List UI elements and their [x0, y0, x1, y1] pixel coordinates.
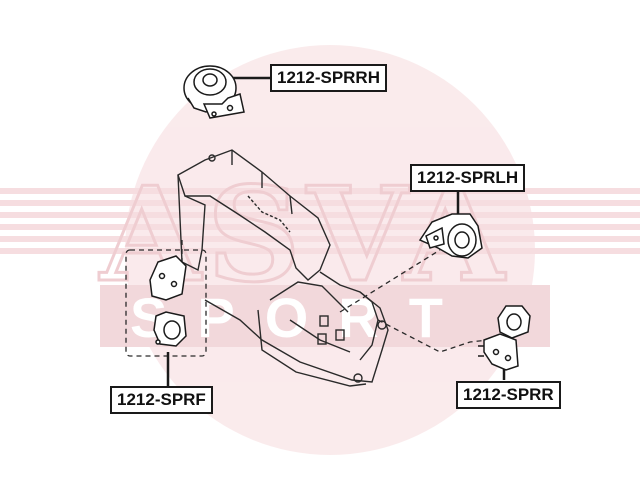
front-mount-group-box: [125, 249, 207, 357]
engine-mount-front-icon: [149, 255, 187, 347]
connector-left-mount: [339, 249, 441, 313]
connector-lines: [125, 240, 489, 357]
label-rear-mount: 1212-SPRR: [456, 381, 561, 409]
watermark-stripes: [0, 188, 640, 254]
engine-mount-left-icon: [418, 213, 483, 259]
label-left-mount: 1212-SPRLH: [410, 164, 526, 192]
label-upper-right-mount: 1212-SPRRH: [270, 64, 387, 92]
engine-outline: [177, 149, 389, 387]
label-front-mount: 1212-SPRF: [110, 386, 213, 414]
engine-mount-upper-right-icon: [183, 65, 245, 119]
engine-mount-rear-icon: [478, 305, 531, 371]
connector-rear-mount: [377, 319, 489, 353]
